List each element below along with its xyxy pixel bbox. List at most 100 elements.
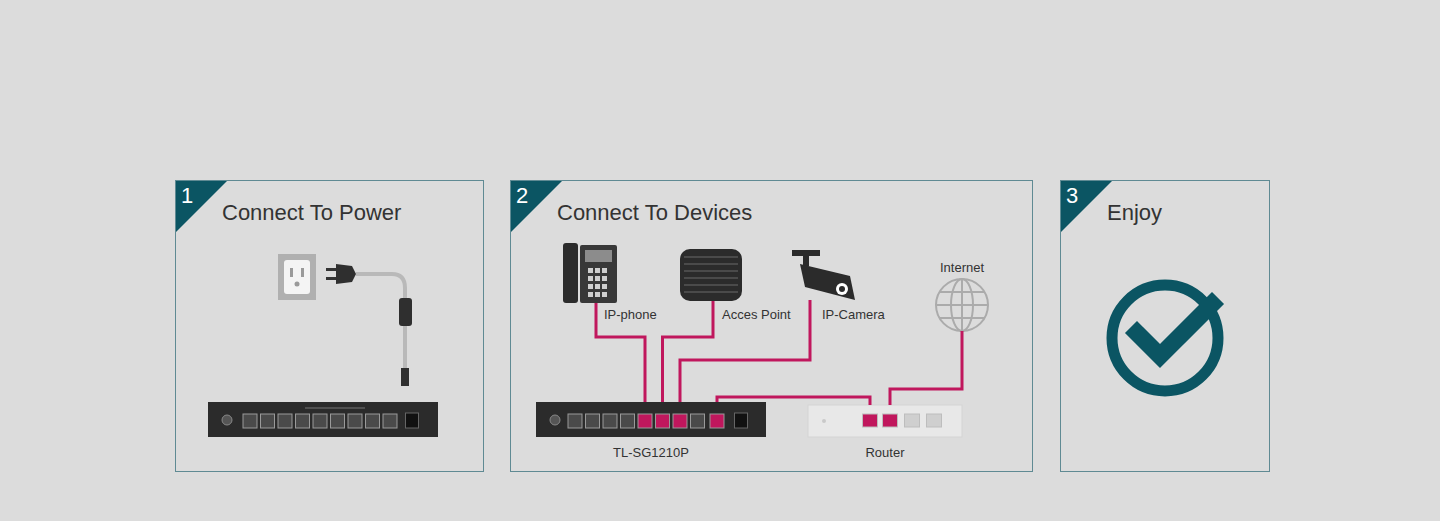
camera-lens-core — [839, 286, 845, 292]
router-body — [808, 405, 962, 437]
globe — [936, 279, 988, 331]
port-group-mark — [305, 408, 365, 409]
port — [656, 414, 670, 428]
switch-ports — [243, 413, 419, 428]
phone-key — [588, 292, 593, 297]
router-ports — [863, 414, 942, 427]
step-number: 2 — [516, 183, 528, 209]
vent-line — [684, 256, 738, 257]
step-number: 3 — [1066, 183, 1078, 209]
phone-key — [595, 284, 600, 289]
port — [863, 414, 878, 427]
camera-mount — [792, 250, 820, 256]
power-jack — [222, 415, 232, 425]
port — [331, 414, 345, 428]
phone-key — [602, 276, 607, 281]
port — [621, 414, 635, 428]
step-heading: Enjoy — [1107, 200, 1162, 226]
poe-switch: TL-SG1210P — [536, 402, 766, 437]
power-cable — [356, 274, 405, 300]
step-heading: Connect To Devices — [557, 200, 752, 226]
port — [296, 414, 310, 428]
vent-line — [684, 270, 738, 271]
port — [243, 414, 257, 428]
phone-key — [595, 268, 600, 273]
corner-triangle — [510, 180, 563, 233]
port — [710, 414, 724, 428]
port — [261, 414, 275, 428]
outlet-ground — [295, 282, 300, 287]
internet: Internet — [936, 279, 988, 331]
phone-key — [588, 284, 593, 289]
vent-line — [684, 263, 738, 264]
switch-body — [536, 402, 766, 437]
port — [883, 414, 898, 427]
port — [586, 414, 600, 428]
switch-ports — [568, 413, 748, 428]
port — [905, 414, 920, 427]
access-point-vents — [684, 257, 738, 292]
port — [927, 414, 942, 427]
check-circle — [1112, 285, 1218, 391]
port — [278, 414, 292, 428]
globe-parallel — [936, 304, 988, 306]
phone-handset — [563, 243, 578, 303]
power-jack — [550, 415, 560, 425]
ethernet-cable — [717, 397, 870, 405]
check-mark — [1137, 304, 1212, 356]
ethernet-cable — [680, 300, 810, 402]
switch-body — [208, 402, 438, 437]
phone-screen — [585, 250, 612, 262]
power-cable — [403, 326, 407, 370]
vent-line — [684, 291, 738, 292]
step-panel: 2Connect To DevicesIP-phoneAcces PointIP… — [510, 180, 1033, 472]
camera-lens — [836, 283, 848, 295]
port — [673, 414, 687, 428]
port — [638, 414, 652, 428]
port — [348, 414, 362, 428]
phone-key — [602, 292, 607, 297]
port — [691, 414, 705, 428]
globe-parallel — [940, 317, 984, 319]
outlet-slot — [301, 268, 304, 277]
outlet-slot — [290, 268, 293, 277]
phone-key — [588, 268, 593, 273]
plug-prong — [326, 268, 336, 271]
plug-prong — [326, 277, 336, 280]
step-panel: 3Enjoy — [1060, 180, 1270, 472]
device-label: TL-SG1210P — [613, 445, 689, 461]
wall-outlet — [278, 254, 316, 300]
ip-camera: IP-Camera — [792, 250, 855, 300]
phone-keypad — [588, 268, 607, 297]
ethernet-cable — [663, 301, 714, 402]
access-point: Acces Point — [680, 249, 742, 301]
device-label: Router — [865, 445, 904, 461]
phone-key — [602, 268, 607, 273]
step-number: 1 — [181, 183, 193, 209]
phone-base — [580, 245, 617, 303]
ethernet-cable — [890, 331, 962, 405]
phone-key — [588, 276, 593, 281]
port — [383, 414, 397, 428]
camera-arm — [803, 256, 809, 266]
device-label: Internet — [940, 260, 984, 276]
device-label: IP-phone — [604, 307, 657, 323]
step-panel: 1Connect To Power — [175, 180, 484, 472]
port — [603, 414, 617, 428]
port — [366, 414, 380, 428]
step-heading: Connect To Power — [222, 200, 401, 226]
phone-key — [595, 276, 600, 281]
router: Router — [808, 405, 962, 437]
globe-parallel — [940, 291, 984, 293]
ferrite-core — [399, 298, 412, 326]
router-led — [822, 419, 826, 423]
port — [406, 413, 419, 428]
plug — [336, 264, 356, 284]
ip-phone: IP-phone — [563, 243, 617, 303]
outlet-plate — [284, 260, 310, 294]
port — [735, 413, 748, 428]
dc-plug — [401, 368, 409, 386]
port — [313, 414, 327, 428]
